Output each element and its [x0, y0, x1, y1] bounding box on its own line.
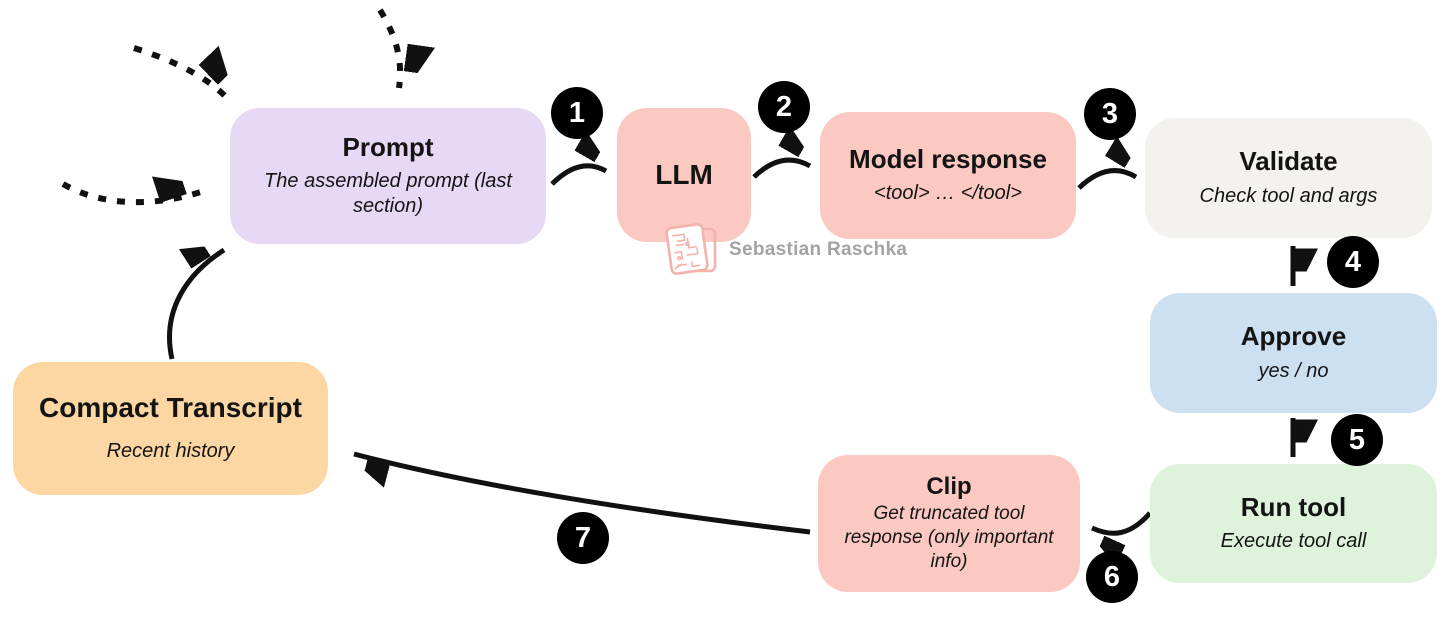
watermark: Sebastian Raschka [662, 221, 907, 279]
step-badge-3: 3 [1084, 88, 1136, 140]
dashed-arrow-upper-left-to-prompt [133, 45, 228, 102]
node-llm-title: LLM [655, 158, 713, 190]
node-model-response-subtitle: <tool> … </tool> [874, 182, 1022, 205]
node-run-tool: Run tool Execute tool call [1150, 464, 1437, 583]
node-prompt-title: Prompt [342, 131, 434, 162]
node-compact-transcript-subtitle: Recent history [106, 440, 235, 463]
node-approve: Approve yes / no [1150, 293, 1437, 413]
step-badge-1: 1 [551, 87, 603, 139]
step-badge-4: 4 [1327, 236, 1379, 288]
watermark-logo-icon [665, 223, 717, 275]
node-llm: LLM [617, 108, 751, 242]
step-badge-2: 2 [758, 81, 810, 133]
watermark-text: Sebastian Raschka [729, 239, 908, 260]
node-prompt-subtitle: The assembled prompt (last section) [264, 170, 512, 218]
dashed-arrow-top-to-prompt [377, 8, 400, 89]
dashed-arrow-left-to-prompt [61, 184, 205, 206]
arrow-run-tool-to-clip [1090, 511, 1152, 533]
node-validate: Validate Check tool and args [1145, 118, 1432, 238]
node-validate-title: Validate [1239, 146, 1338, 177]
arrow-llm-to-model-response [752, 160, 812, 179]
node-run-tool-subtitle: Execute tool call [1220, 530, 1367, 553]
step-badge-5: 5 [1331, 414, 1383, 466]
node-clip-subtitle: Get truncated tool response (only import… [844, 503, 1054, 572]
node-clip: Clip Get truncated tool response (only i… [818, 455, 1080, 592]
node-compact-transcript-title: Compact Transcript [39, 391, 302, 423]
arrow-compact-transcript-to-prompt [167, 250, 226, 360]
node-approve-title: Approve [1240, 321, 1347, 352]
arrow-model-response-to-validate [1077, 171, 1138, 190]
node-model-response: Model response <tool> … </tool> [820, 112, 1076, 239]
node-compact-transcript: Compact Transcript Recent history [13, 362, 328, 495]
node-model-response-title: Model response [849, 143, 1047, 174]
node-validate-subtitle: Check tool and args [1199, 184, 1378, 207]
step-badge-6: 6 [1086, 551, 1138, 603]
node-approve-subtitle: yes / no [1258, 359, 1329, 382]
step-badge-7: 7 [557, 512, 609, 564]
arrow-prompt-to-llm [550, 166, 608, 186]
node-clip-title: Clip [926, 472, 972, 500]
node-prompt: Prompt The assembled prompt (last sectio… [230, 108, 546, 244]
node-run-tool-title: Run tool [1240, 491, 1347, 522]
